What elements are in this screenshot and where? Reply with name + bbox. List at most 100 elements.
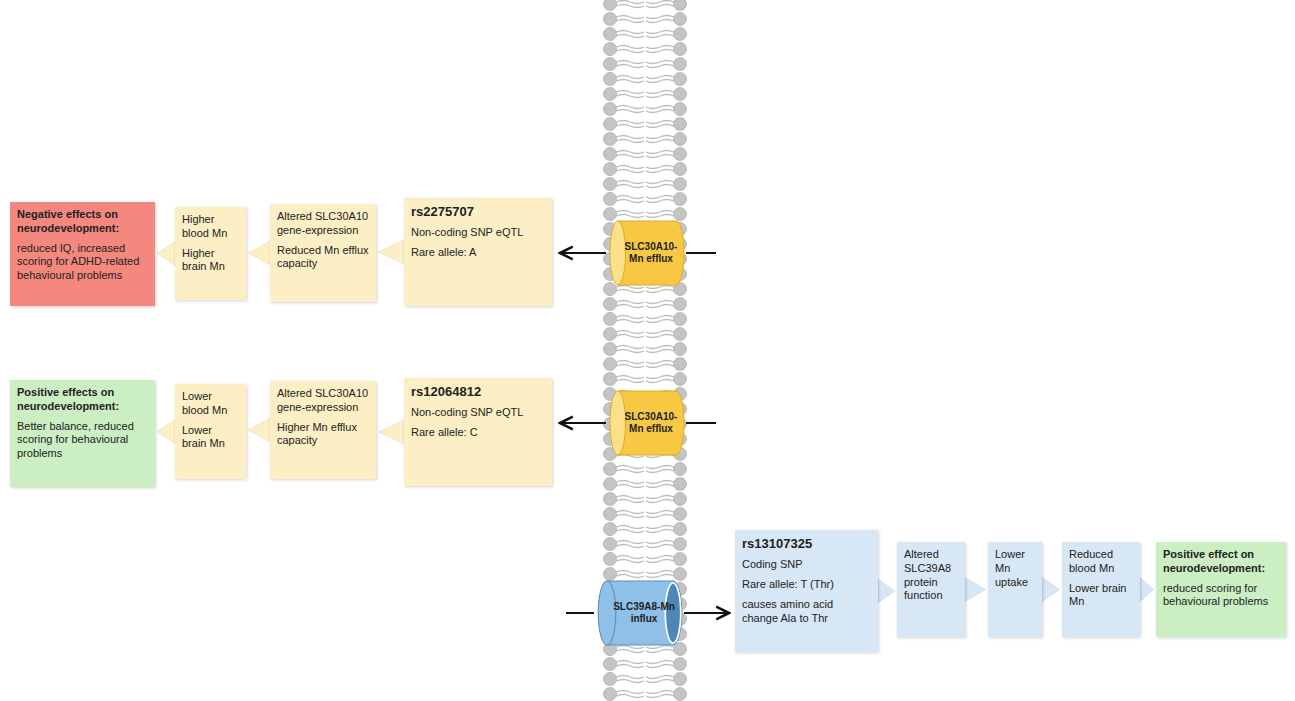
lipid-tail	[646, 170, 674, 173]
lipid-head	[604, 178, 617, 191]
pointer-arrowhead	[248, 241, 270, 265]
pointer-arrowhead	[248, 418, 270, 442]
pointer-arrowhead	[965, 578, 986, 602]
box-text: reduced IQ, increased scoring for ADHD-r…	[17, 242, 148, 283]
influx-arrow	[684, 612, 729, 614]
lipid-tail	[646, 5, 674, 8]
box-text: Reduced blood Mn	[1069, 548, 1133, 576]
lipid-tail	[616, 110, 644, 113]
box-text: Altered SLC30A10 gene-expression	[277, 210, 369, 238]
callout-box: Altered SLC30A10 gene-expressionReduced …	[270, 204, 376, 302]
lipid-tail	[646, 181, 674, 184]
lipid-tail	[646, 1, 674, 4]
lipid-tail	[616, 365, 644, 368]
lipid-tail	[616, 166, 644, 169]
lipid-head	[604, 313, 617, 326]
lipid-head	[674, 148, 687, 161]
cylinder-edge	[607, 581, 673, 582]
lipid-tail	[646, 556, 674, 559]
lipid-head	[674, 313, 687, 326]
lipid-head	[604, 118, 617, 131]
lipid-head	[604, 283, 617, 296]
lipid-head	[604, 148, 617, 161]
lipid-tail	[646, 140, 674, 143]
lipid-tail	[646, 305, 674, 308]
lipid-head	[674, 478, 687, 491]
lipid-tail	[646, 121, 674, 124]
lipid-tail	[616, 511, 644, 514]
lipid-tail	[616, 31, 644, 34]
lipid-head	[604, 163, 617, 176]
lipid-tail	[616, 676, 644, 679]
box-text: Coding SNP	[742, 558, 871, 572]
lipid-tail	[616, 571, 644, 574]
pointer-connector	[1042, 578, 1060, 602]
box-heading: Positive effects on neurodevelopment:	[17, 386, 148, 414]
lipid-tail	[646, 95, 674, 98]
pointer-arrowhead	[378, 420, 404, 444]
lipid-tail	[646, 361, 674, 364]
box-text: Lower brain Mn	[182, 424, 239, 452]
cylinder-end	[610, 221, 626, 285]
lipid-tail	[646, 286, 674, 289]
transporter: SLC30A10-Mn efflux	[608, 220, 686, 286]
lipid-head	[674, 58, 687, 71]
lipid-tail	[646, 166, 674, 169]
lipid-tail	[616, 121, 644, 124]
lipid-tail	[616, 361, 644, 364]
lipid-tail	[646, 376, 674, 379]
flux-line	[686, 252, 716, 254]
lipid-tail	[616, 76, 644, 79]
lipid-tail	[616, 691, 644, 694]
box-heading: rs2275707	[411, 204, 545, 220]
lipid-tail	[616, 556, 644, 559]
lipid-tail	[646, 16, 674, 19]
box-heading: rs12064812	[411, 384, 545, 400]
cylinder-end	[610, 391, 626, 455]
box-text: Altered SLC30A10 gene-expression	[277, 387, 369, 415]
lipid-head	[674, 673, 687, 686]
lipid-head	[604, 133, 617, 146]
lipid-tail	[646, 680, 674, 683]
lipid-head	[674, 538, 687, 551]
lipid-head	[604, 493, 617, 506]
lipid-head	[674, 358, 687, 371]
lipid-tail	[616, 16, 644, 19]
lipid-tail	[616, 496, 644, 499]
lipid-tail	[646, 650, 674, 653]
lipid-head	[604, 298, 617, 311]
transporter: SLC39A8-Mn influx	[596, 580, 684, 646]
lipid-head	[674, 553, 687, 566]
box-text: Altered SLC39A8 protein function	[904, 548, 958, 603]
lipid-tail	[646, 301, 674, 304]
lipid-tail	[616, 80, 644, 83]
lipid-tail	[616, 61, 644, 64]
lipid-tail	[646, 136, 674, 139]
lipid-head	[604, 103, 617, 116]
lipid-tail	[616, 106, 644, 109]
lipid-tail	[616, 91, 644, 94]
lipid-tail	[616, 665, 644, 668]
efflux-arrow	[560, 252, 606, 254]
callout-box: rs12064812Non-coding SNP eQTLRare allele…	[404, 378, 552, 486]
lipid-tail	[646, 496, 674, 499]
lipid-tail	[616, 170, 644, 173]
callout-box: rs2275707Non-coding SNP eQTLRare allele:…	[404, 198, 552, 306]
lipid-tail	[616, 301, 644, 304]
lipid-tail	[616, 695, 644, 698]
lipid-tail	[646, 215, 674, 218]
lipid-tail	[616, 136, 644, 139]
lipid-tail	[646, 481, 674, 484]
lipid-tail	[616, 185, 644, 188]
lipid-head	[604, 658, 617, 671]
box-text: causes amino acid change Ala to Thr	[742, 598, 871, 626]
lipid-head	[604, 373, 617, 386]
lipid-tail	[646, 65, 674, 68]
lipid-head	[674, 43, 687, 56]
lipid-head	[674, 463, 687, 476]
lipid-head	[674, 103, 687, 116]
callout-box: Reduced blood MnLower brain Mn	[1062, 542, 1140, 637]
lipid-tail	[646, 110, 674, 113]
lipid-tail	[616, 125, 644, 128]
lipid-head	[674, 178, 687, 191]
